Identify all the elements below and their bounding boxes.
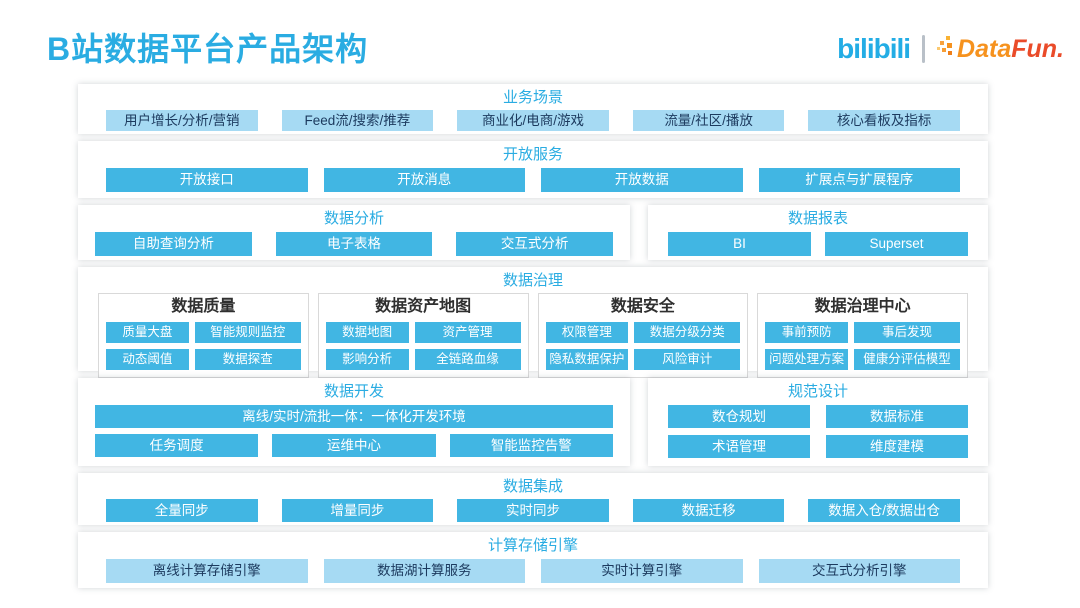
section-open-services: 开放服务 开放接口 开放消息 开放数据 扩展点与扩展程序: [78, 141, 988, 198]
chip-data-in-out-warehouse: 数据入仓/数据出仓: [808, 499, 960, 522]
group-title: 数据资产地图: [375, 298, 472, 315]
section-header: 规范设计: [787, 383, 848, 400]
chip-row: 开放接口 开放消息 开放数据 扩展点与扩展程序: [78, 167, 988, 201]
chip-issue-resolution: 问题处理方案: [765, 349, 849, 370]
row-analysis-reports: 数据分析 自助查询分析 电子表格 交互式分析 数据报表 BI Superset: [78, 205, 988, 260]
brand-logos: bilibili Data Fun.: [837, 33, 1064, 65]
chip-data-profiling: 数据探查: [194, 349, 301, 370]
chip-realtime-sync: 实时同步: [457, 499, 609, 522]
chip-feed-search-reco: Feed流/搜索/推荐: [281, 110, 434, 131]
group-title: 数据治理中心: [814, 298, 911, 315]
chip-realtime-compute: 实时计算引擎: [541, 559, 743, 583]
chip-interactive-analysis-engine: 交互式分析引擎: [758, 559, 960, 583]
group-data-asset-map: 数据资产地图 数据地图 资产管理 影响分析 全链路血缘: [317, 293, 529, 378]
chip-privacy-protection: 隐私数据保护: [545, 349, 629, 370]
section-header: 数据分析: [323, 210, 384, 227]
chip-offline-compute-storage: 离线计算存储引擎: [106, 559, 308, 583]
chip-impact-analysis: 影响分析: [325, 349, 409, 370]
chip-unified-dev-environment: 离线/实时/流批一体：一体化开发环境: [95, 405, 613, 428]
top-bar: B站数据平台产品架构 bilibili Data Fun.: [47, 24, 1064, 70]
section-header: 数据治理: [502, 272, 563, 289]
chip-smart-rule-monitoring: 智能规则监控: [194, 322, 301, 343]
chip-warehouse-planning: 数仓规划: [668, 405, 810, 428]
chip-open-data: 开放数据: [541, 168, 743, 192]
chip-row: 全量同步 增量同步 实时同步 数据迁移 数据入仓/数据出仓: [78, 499, 988, 530]
section-compute-storage-engines: 计算存储引擎 离线计算存储引擎 数据湖计算服务 实时计算引擎 交互式分析引擎: [78, 532, 988, 588]
chip-interactive-analysis: 交互式分析: [456, 232, 614, 256]
section-data-analysis: 数据分析 自助查询分析 电子表格 交互式分析: [78, 205, 630, 260]
chip-spreadsheet: 电子表格: [275, 232, 433, 256]
group-governance-center: 数据治理中心 事前预防 事后发现 问题处理方案 健康分评估模型: [757, 293, 968, 378]
group-grid: 权限管理 数据分级分类 隐私数据保护 风险审计: [545, 322, 741, 370]
row-development-design: 数据开发 离线/实时/流批一体：一体化开发环境 任务调度 运维中心 智能监控告警…: [78, 378, 988, 466]
section-data-development: 数据开发 离线/实时/流批一体：一体化开发环境 任务调度 运维中心 智能监控告警: [78, 378, 630, 466]
section-data-integration: 数据集成 全量同步 增量同步 实时同步 数据迁移 数据入仓/数据出仓: [78, 473, 988, 525]
chip-smart-monitoring-alerts: 智能监控告警: [449, 434, 613, 457]
group-data-quality: 数据质量 质量大盘 智能规则监控 动态阈值 数据探查: [98, 293, 309, 378]
section-header: 开放服务: [502, 146, 563, 163]
chip-commerce-games: 商业化/电商/游戏: [457, 110, 609, 131]
chip-asset-management: 资产管理: [414, 322, 521, 343]
section-header: 数据报表: [787, 210, 848, 227]
chip-glossary-management: 术语管理: [668, 435, 810, 458]
section-standard-design: 规范设计 数仓规划 数据标准 术语管理 维度建模: [648, 378, 988, 466]
chip-open-api: 开放接口: [106, 168, 308, 192]
governance-groups: 数据质量 质量大盘 智能规则监控 动态阈值 数据探查 数据资产地图 数据地图 资…: [78, 293, 988, 386]
group-grid: 事前预防 事后发现 问题处理方案 健康分评估模型: [765, 322, 960, 370]
chip-row: BI Superset: [648, 231, 988, 264]
page-title: B站数据平台产品架构: [47, 31, 369, 67]
section-business-scenarios: 业务场景 用户增长/分析/营销 Feed流/搜索/推荐 商业化/电商/游戏 流量…: [78, 84, 988, 134]
chip-health-score-model: 健康分评估模型: [854, 349, 960, 370]
section-header: 业务场景: [502, 89, 563, 106]
logo-separator-bar: [922, 35, 926, 63]
chip-data-migration: 数据迁移: [632, 499, 785, 522]
chip-row: 离线计算存储引擎 数据湖计算服务 实时计算引擎 交互式分析引擎: [78, 558, 988, 592]
chip-selfservice-query: 自助查询分析: [95, 232, 252, 256]
chip-prevention: 事前预防: [765, 322, 849, 343]
chip-quality-dashboard: 质量大盘: [106, 322, 189, 343]
group-title: 数据安全: [610, 298, 675, 315]
chip-bi: BI: [668, 232, 811, 256]
section-data-reports: 数据报表 BI Superset: [648, 205, 988, 260]
datafun-logo: Data Fun.: [937, 35, 1064, 64]
chip-data-classification: 数据分级分类: [634, 322, 741, 343]
group-grid: 质量大盘 智能规则监控 动态阈值 数据探查: [106, 322, 301, 370]
chip-datalake-compute: 数据湖计算服务: [323, 559, 525, 583]
section-data-governance: 数据治理 数据质量 质量大盘 智能规则监控 动态阈值 数据探查 数据资产地图 数…: [78, 267, 988, 378]
section-header: 数据开发: [323, 383, 384, 400]
chip-full-lineage: 全链路血缘: [414, 349, 521, 370]
chip-data-map: 数据地图: [325, 322, 409, 343]
chip-task-scheduling: 任务调度: [95, 434, 259, 457]
chip-permission-management: 权限管理: [545, 322, 629, 343]
chip-row: 自助查询分析 电子表格 交互式分析: [78, 231, 630, 264]
chip-open-messages: 开放消息: [323, 168, 525, 192]
chip-extension-points: 扩展点与扩展程序: [758, 168, 960, 192]
chip-row: 用户增长/分析/营销 Feed流/搜索/推荐 商业化/电商/游戏 流量/社区/播…: [78, 110, 988, 139]
chip-user-growth: 用户增长/分析/营销: [106, 110, 258, 131]
chip-post-detection: 事后发现: [854, 322, 960, 343]
chip-incremental-sync: 增量同步: [281, 499, 434, 522]
group-data-security: 数据安全 权限管理 数据分级分类 隐私数据保护 风险审计: [537, 293, 749, 378]
chip-dimension-modeling: 维度建模: [826, 435, 968, 458]
chip-data-standards: 数据标准: [826, 405, 968, 428]
chip-grid: 数仓规划 数据标准 术语管理 维度建模: [648, 404, 988, 466]
group-title: 数据质量: [171, 298, 236, 315]
chip-ops-center: 运维中心: [272, 434, 436, 457]
datafun-logo-text-1: Data: [957, 34, 1012, 63]
chip-full-sync: 全量同步: [106, 499, 258, 522]
chip-core-dashboards: 核心看板及指标: [808, 110, 960, 131]
bilibili-logo: bilibili: [837, 33, 911, 64]
chip-superset: Superset: [825, 232, 968, 256]
chip-risk-audit: 风险审计: [634, 349, 741, 370]
datafun-pixel-icon: [937, 35, 954, 64]
section-header: 数据集成: [502, 478, 563, 495]
section-header: 计算存储引擎: [487, 537, 578, 554]
chip-traffic-community: 流量/社区/播放: [632, 110, 785, 131]
chip-row: 任务调度 运维中心 智能监控告警: [78, 434, 630, 465]
architecture-diagram: 业务场景 用户增长/分析/营销 Feed流/搜索/推荐 商业化/电商/游戏 流量…: [78, 84, 988, 588]
group-grid: 数据地图 资产管理 影响分析 全链路血缘: [325, 322, 521, 370]
chip-dynamic-threshold: 动态阈值: [106, 349, 189, 370]
datafun-logo-text-2: Fun.: [1011, 34, 1064, 63]
